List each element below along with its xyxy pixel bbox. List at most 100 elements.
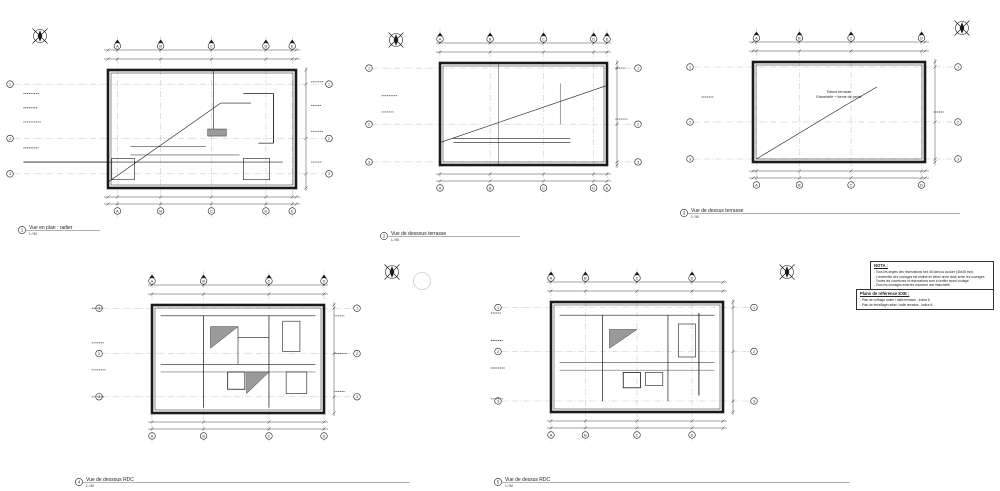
grid-row-right-label: 1 xyxy=(753,306,755,310)
grid-col-top-label: C xyxy=(542,37,545,41)
grid-row-right-bubble xyxy=(353,393,361,401)
dimension-tick xyxy=(294,48,298,52)
section-arrow-icon xyxy=(158,39,164,43)
dimension-tick xyxy=(933,65,937,69)
section-arrow-icon xyxy=(582,271,588,275)
grid-col-top-label: C xyxy=(636,276,639,280)
grid-col-top-bubble xyxy=(157,42,165,50)
grid-col-top-bubble xyxy=(847,34,855,42)
grid-col-bottom-bubble xyxy=(590,184,598,192)
grid-col-bottom-label: A xyxy=(151,434,154,438)
grid-col-top-bubble xyxy=(288,42,296,50)
grid-row-left-label: 2 xyxy=(497,350,499,354)
grid-col-top-label: B xyxy=(489,37,492,41)
view-number: 1 xyxy=(21,228,24,233)
grid-row-left-label: 1 xyxy=(689,65,691,69)
dimension-tick xyxy=(541,172,546,176)
grid-col-bottom-label: A xyxy=(550,433,553,437)
dimension-tick xyxy=(209,202,214,206)
dimension-tick xyxy=(294,202,298,206)
grid-row-right-bubble xyxy=(325,134,333,143)
grid-col-top-bubble xyxy=(917,34,926,42)
dimension-tick xyxy=(322,420,326,424)
section-fill xyxy=(609,329,638,349)
grid-row-right-label: 3 xyxy=(328,172,330,176)
interior-box xyxy=(645,372,664,386)
dimension-tick xyxy=(158,195,163,199)
grid-col-bottom-label: A xyxy=(755,183,758,187)
grid-col-bottom-label: A xyxy=(439,186,442,190)
outer-wall xyxy=(438,61,609,167)
notes-line: - Tous les ouvrages enterrés reçoivent u… xyxy=(874,283,951,288)
outer-wall xyxy=(751,60,927,164)
interior-box xyxy=(285,371,308,394)
dimension-tick xyxy=(635,419,639,423)
dimension-tick xyxy=(615,66,619,70)
grid-row-left-bubble xyxy=(494,347,502,356)
dimension-tick xyxy=(158,57,163,61)
view-number: 4 xyxy=(78,480,81,485)
dimension-tick xyxy=(201,420,206,424)
dimension-tick xyxy=(294,57,298,61)
inner-wall-line xyxy=(755,64,923,160)
grid-row-left-label: 2 xyxy=(98,352,100,356)
grid-row-left-label: 3 xyxy=(368,160,370,164)
view-title-dessous-rdc: 4 Vue de dessous RDC 1 / 50 xyxy=(75,477,410,488)
dimension-tick xyxy=(267,420,271,424)
notes-box: NOTA : - Tous les angles des réservation… xyxy=(870,261,994,291)
section-arrow-icon xyxy=(548,271,554,275)
grid-row-right-label: 3 xyxy=(637,160,639,164)
view-scale: 1 / 50 xyxy=(691,215,699,219)
grid-col-top-bubble xyxy=(752,34,761,42)
notes-line: - Tous les angles des réservations font … xyxy=(874,270,975,275)
grid-col-bottom-bubble xyxy=(688,431,696,439)
grid-col-top-bubble xyxy=(590,35,598,43)
dimension-tick xyxy=(797,169,802,173)
dimension-tick xyxy=(919,49,924,53)
view-title-dessous-terrasse: 2 Vue de dessous terrasse 1 / 50 xyxy=(380,231,520,242)
dimension-tick xyxy=(438,172,442,176)
dimension-tick xyxy=(541,179,546,183)
grid-col-bottom-label: C xyxy=(636,433,639,437)
grid-row-left-label: 1 xyxy=(368,67,370,71)
dimension-tick xyxy=(106,57,110,61)
north-arrow-icon xyxy=(384,264,400,280)
grid-row-right-label: 2 xyxy=(356,352,358,356)
section-arrow-icon xyxy=(263,39,269,43)
dimension-tick xyxy=(615,61,619,65)
grid-row-left-bubble xyxy=(6,170,14,178)
grid-row-left-label: 3 xyxy=(689,157,691,161)
interior-box xyxy=(282,320,301,352)
interior-box xyxy=(227,371,246,390)
dimension-tick xyxy=(731,349,735,354)
section-arrow-icon xyxy=(689,271,695,275)
grid-col-bottom-label: E xyxy=(291,209,294,213)
dimension-tick xyxy=(549,419,553,423)
dimension-tick xyxy=(583,419,588,423)
dimension-tick xyxy=(290,202,294,206)
interior-line xyxy=(847,86,877,105)
dimension-tick xyxy=(591,50,596,54)
grid-col-bottom-bubble xyxy=(917,181,926,189)
grid-row-left-label: 2 xyxy=(9,137,11,141)
dimension-tick xyxy=(923,176,927,180)
dimension-tick xyxy=(754,169,759,173)
inner-wall-line xyxy=(154,307,322,411)
grid-col-top-bubble xyxy=(200,277,208,285)
grid-row-right-bubble xyxy=(750,347,758,356)
section-fill xyxy=(210,326,239,349)
section-arrow-icon xyxy=(437,32,443,36)
view-title: Vue de dessus terrasse xyxy=(691,208,744,214)
dimension-tick xyxy=(304,186,308,190)
grid-col-bottom-bubble xyxy=(262,207,270,215)
roof-annotation-line: Etanchéité + forme de pente xyxy=(816,95,861,99)
section-arrow-icon xyxy=(201,274,207,278)
dimension-tick xyxy=(933,120,937,124)
inner-wall-line xyxy=(553,304,721,410)
grid-row-left-bubble xyxy=(494,303,502,312)
dimension-tick xyxy=(304,82,308,86)
section-fill xyxy=(246,371,270,395)
dimension-tick xyxy=(615,122,619,126)
grid-col-bottom-label: C xyxy=(850,183,853,187)
